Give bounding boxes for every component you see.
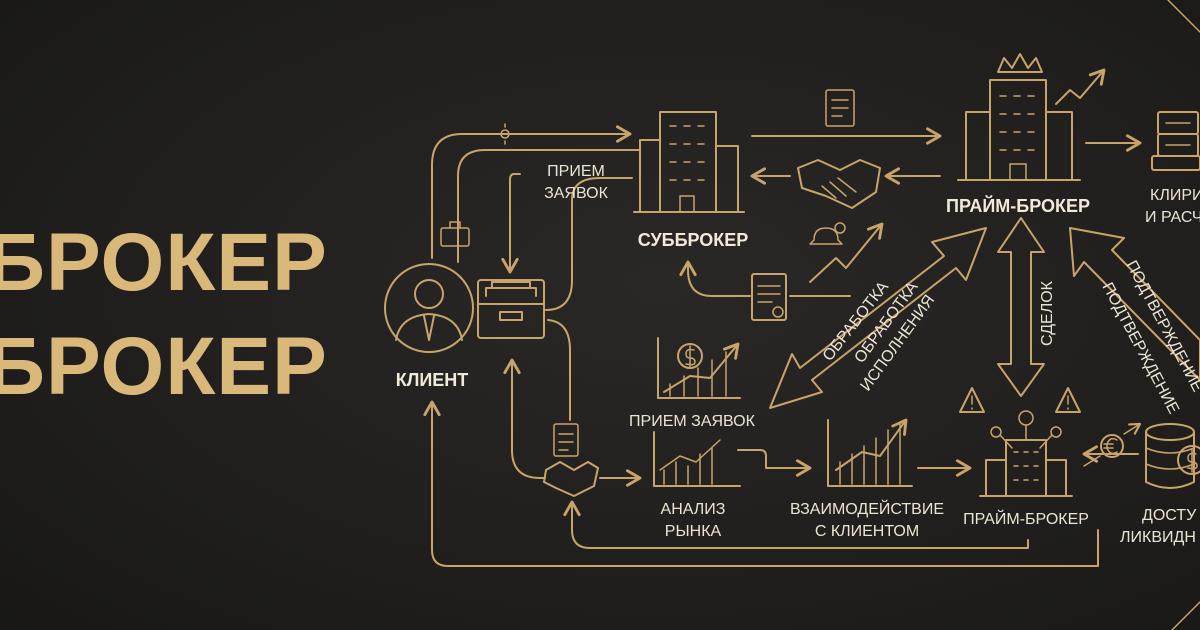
connector-inner-loop [457, 149, 641, 263]
warning-icon-left [959, 387, 985, 413]
connector-analysis-to-interaction [737, 449, 812, 477]
label-order-intake-top-1: ПРИЕМ [547, 163, 605, 180]
sparkle-icon [494, 123, 516, 145]
corner-decoration-top-right [1167, 0, 1200, 33]
client-avatar-icon [384, 263, 474, 353]
node-label-subbroker: СУББРОКЕР [638, 230, 749, 250]
handshake-icon [797, 159, 881, 209]
node-label-prime-broker-top: ПРАЙМ-БРОКЕР [946, 195, 1090, 216]
heading-line-1: БРОКЕР [0, 217, 328, 308]
coin-stack-icon [1145, 423, 1200, 489]
bell-icon [809, 222, 846, 245]
label-interaction-1: ВЗАИМОДЕЙСТВИЕ [790, 499, 944, 518]
order-drawer-icon [477, 279, 545, 339]
label-market-analysis-1: АНАЛИЗ [661, 501, 726, 518]
connector-bottom-return-inner [563, 500, 1029, 549]
heading-line-2: БРОКЕР [0, 321, 328, 412]
warning-icon-right [1055, 387, 1081, 413]
node-label-prime-broker-bottom: ПРАЙМ-БРОКЕР [963, 509, 1089, 528]
dollar-growth-chart-icon [657, 337, 741, 399]
connector-bottom-return-outer [423, 400, 1099, 567]
confirmation-arrow [1069, 227, 1200, 381]
subbroker-building-icon [633, 111, 745, 213]
label-order-intake-top-2: ЗАЯВОК [544, 185, 608, 202]
contract-document-icon [751, 273, 787, 321]
processing-double-arrow [769, 227, 987, 409]
document-icon-top [825, 89, 855, 127]
label-deals: СДЕЛОК [1039, 280, 1056, 346]
prime-broker-building-icon [957, 53, 1081, 181]
connector-box-to-subbroker [545, 177, 633, 311]
node-label-liquidity-2: ЛИКВИДН [1120, 529, 1196, 546]
growth-arrow-top [1055, 68, 1106, 105]
connector-client-to-subbroker [431, 125, 632, 259]
briefcase-icon [440, 221, 470, 247]
label-interaction-2: С КЛИЕНТОМ [815, 523, 919, 540]
interaction-chart-icon [827, 418, 913, 487]
connector-box-down [547, 319, 571, 421]
prime-broker-network-icon [979, 410, 1073, 497]
clearing-server-icon [1151, 111, 1200, 171]
currency-exchange-icon [1083, 424, 1140, 467]
node-label-clearing-1: КЛИРИ [1150, 187, 1200, 204]
node-label-client: КЛИЕНТ [396, 370, 469, 390]
node-label-clearing-2: И РАСЧ [1145, 209, 1200, 226]
connector-box-to-deal [511, 449, 546, 479]
label-market-analysis-2: РЫНКА [665, 523, 722, 540]
growth-arrow-mid [809, 222, 884, 283]
market-analysis-chart-icon [653, 431, 741, 487]
deal-document-handshake-icon [543, 423, 599, 497]
connector-intake-down [501, 173, 521, 274]
label-order-intake-mid: ПРИЕМ ЗАЯВОК [629, 413, 756, 430]
corner-decoration-bottom-right [1171, 601, 1200, 630]
connector-doc-loop [679, 260, 751, 297]
deals-double-arrow [997, 217, 1045, 397]
node-label-liquidity-1: ДОСТУ [1142, 507, 1197, 524]
